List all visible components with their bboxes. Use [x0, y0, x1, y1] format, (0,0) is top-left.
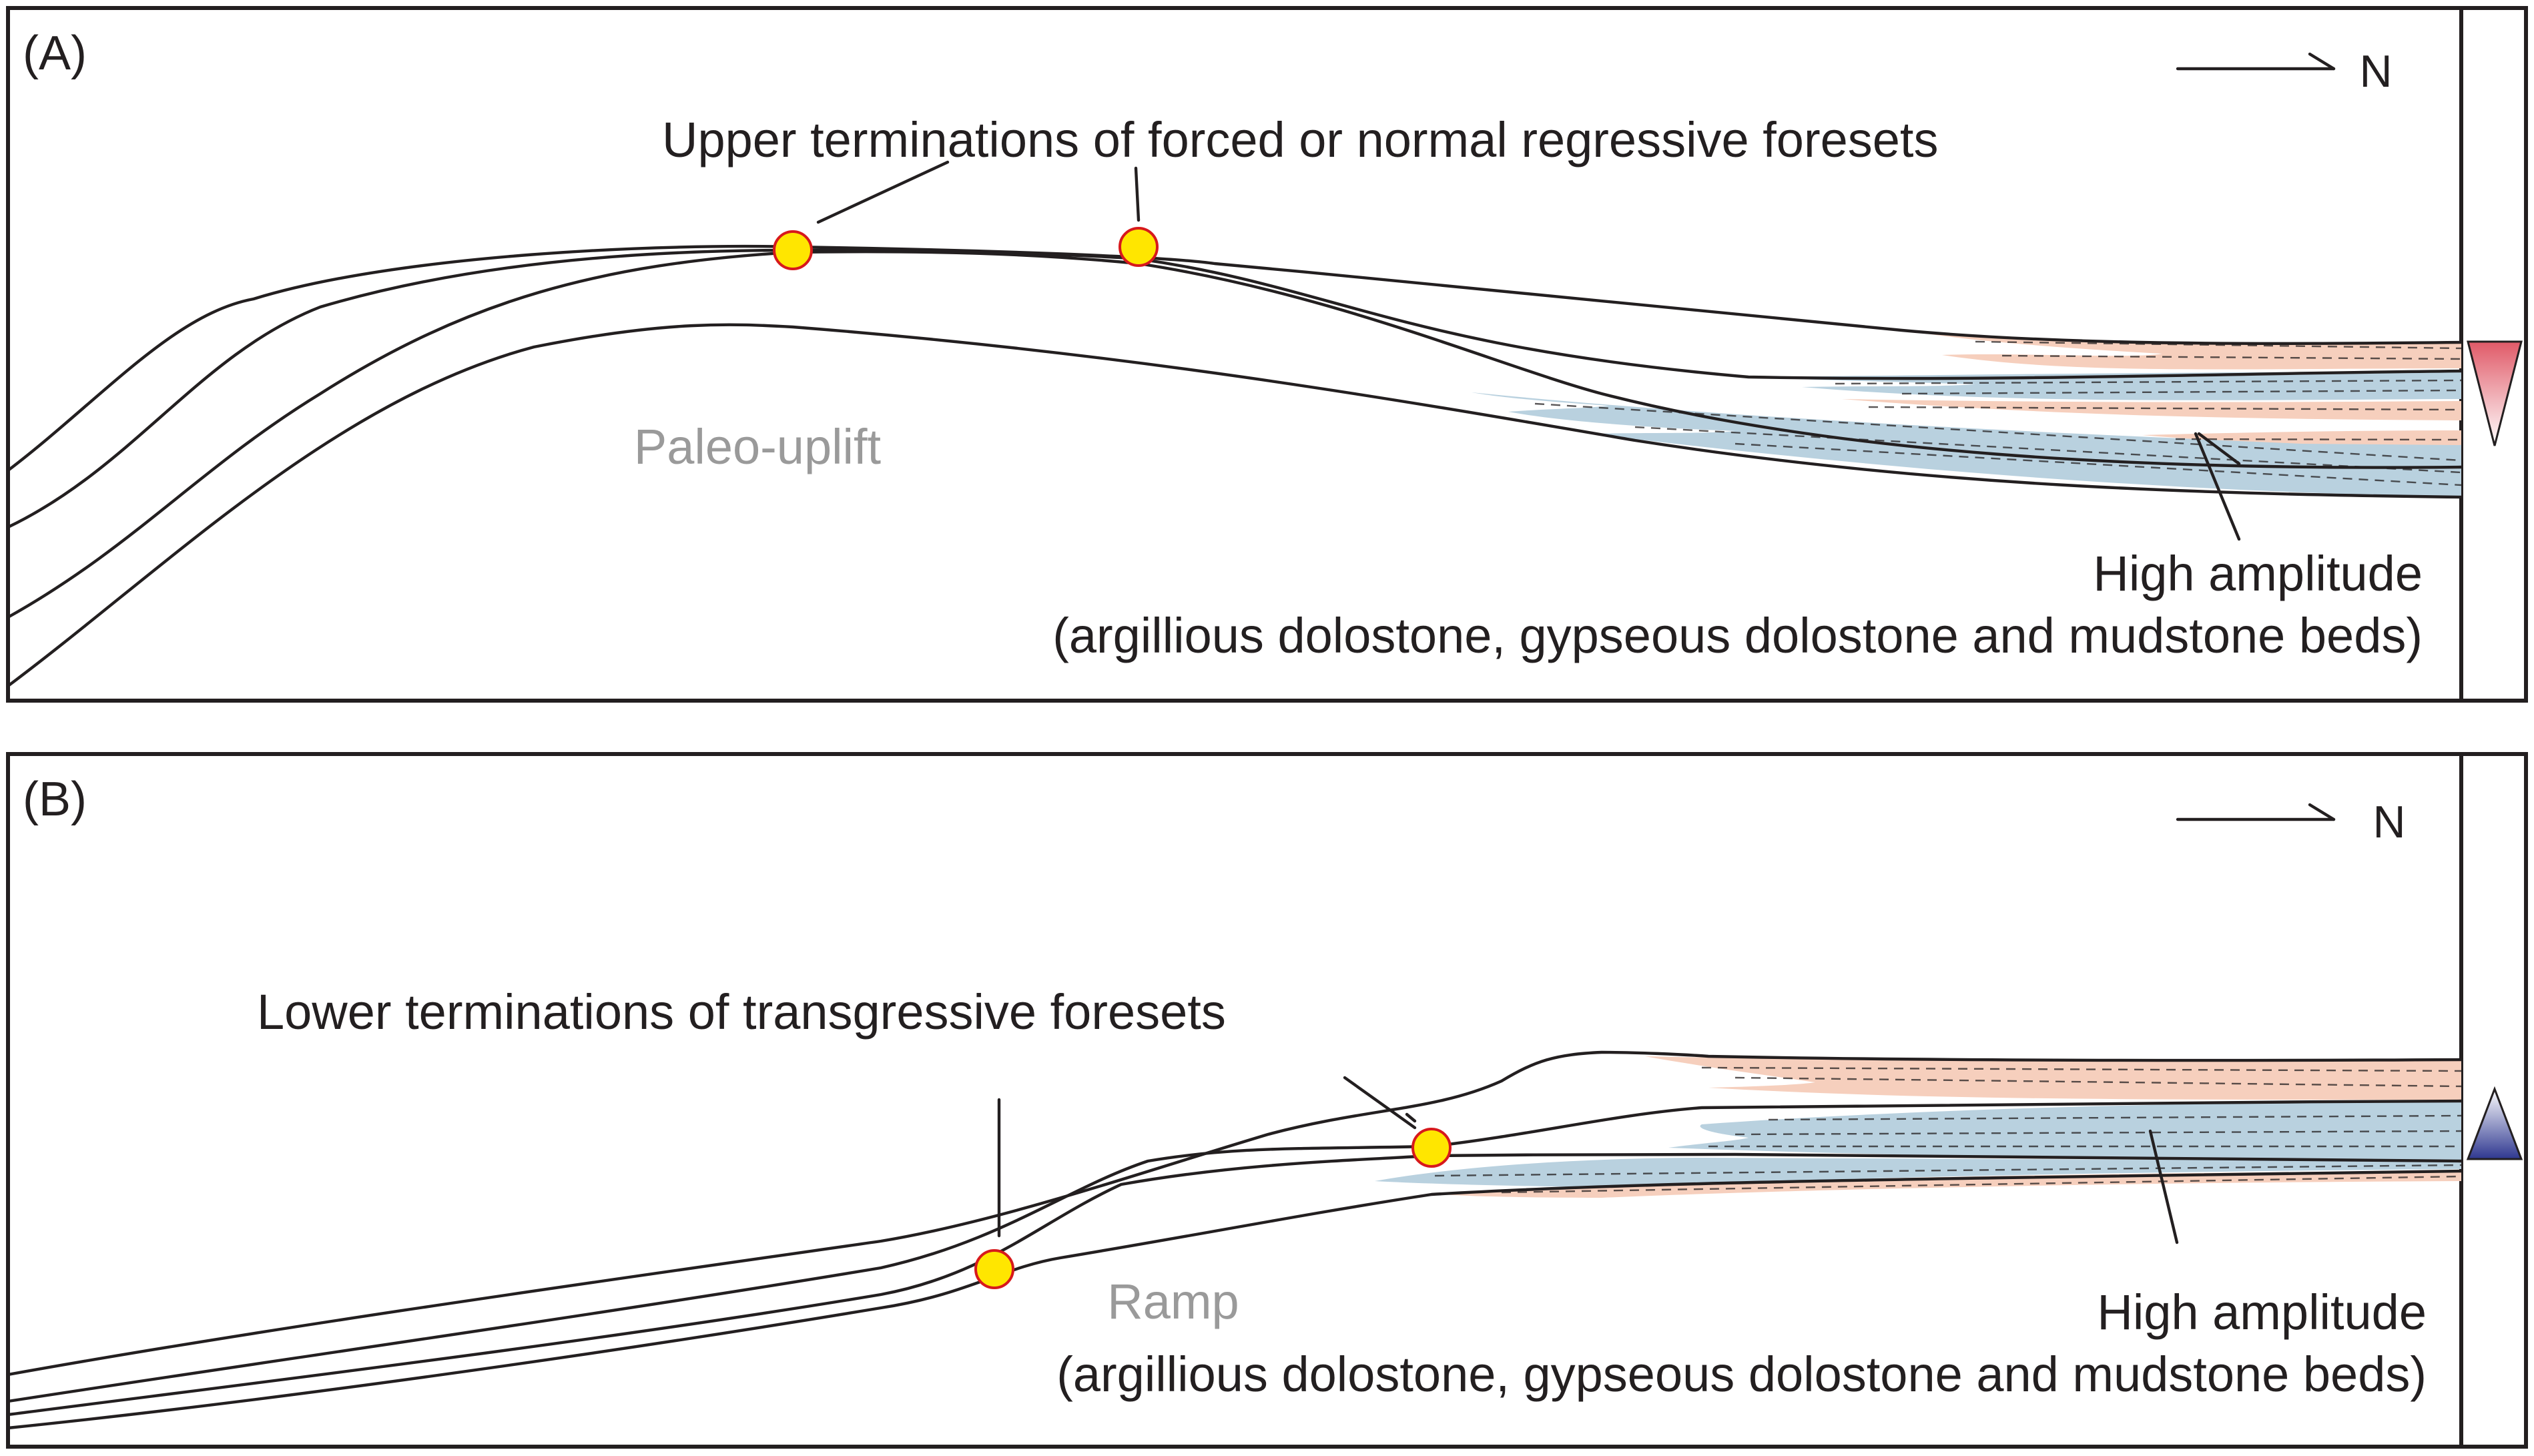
panel-b-north-label: N [2372, 797, 2405, 847]
panel-b-frame [6, 752, 2528, 1449]
panel-a-high-amplitude-beds [1472, 330, 2462, 497]
horizon-b4 [6, 1169, 2463, 1430]
panel-b-leader-line-right-stub [1405, 1112, 1417, 1123]
paleo-uplift-label: Paleo-uplift [634, 419, 882, 474]
ramp-label: Ramp [1107, 1274, 1239, 1329]
regression-triangle-icon [2467, 340, 2523, 446]
mudstone-bed-top [1645, 1056, 2461, 1100]
horizon-a2 [6, 248, 2463, 529]
panel-a-leader-line-left [816, 160, 950, 224]
panel-a-leader-line-right [1134, 166, 1141, 222]
panel-a-amplitude-label: High amplitude [2093, 546, 2423, 601]
mudstone-bed-lower [2142, 430, 2461, 448]
panel-a-amplitude-pointer [2194, 432, 2241, 541]
panel-a-north-label: N [2359, 46, 2392, 97]
transgression-triangle-icon [2466, 1086, 2523, 1160]
dolostone-bed-top [1668, 1101, 2461, 1161]
horizon-b3 [6, 1152, 2463, 1417]
panel-b-horizons [6, 1050, 2463, 1430]
lower-termination-point-1 [974, 1249, 1014, 1289]
panel-a-lithology-label: (argillious dolostone, gypseous doloston… [1052, 608, 2423, 663]
panel-b-lithology-label: (argillious dolostone, gypseous doloston… [1056, 1347, 2427, 1402]
panel-b-termination-label: Lower terminations of transgressive fore… [257, 984, 1226, 1040]
panel-a: (A) N [6, 6, 2528, 703]
panel-b-leader-line-right [1343, 1076, 1417, 1130]
dolostone-bed-base [1375, 1158, 2461, 1188]
north-arrow-icon [2176, 803, 2336, 821]
panel-b: (B) N [6, 752, 2528, 1449]
lower-termination-point-2 [1411, 1128, 1452, 1168]
panel-a-termination-label: Upper terminations of forced or normal r… [662, 112, 1938, 167]
panel-b-amplitude-pointer [2148, 1129, 2179, 1244]
panel-b-label: (B) [23, 773, 87, 826]
horizon-b1 [6, 1050, 2463, 1377]
panel-a-frame [6, 6, 2528, 703]
horizon-b2 [6, 1099, 2463, 1403]
mudstone-bed-middle [1842, 399, 2461, 420]
panel-a-amplitude-leader-end [2236, 460, 2241, 466]
panel-a-label: (A) [23, 27, 87, 80]
horizon-a3 [6, 250, 2463, 619]
upper-termination-point-1 [773, 230, 813, 270]
north-arrow-icon [2176, 52, 2336, 71]
upper-termination-point-2 [1119, 227, 1159, 267]
panel-a-amplitude-leader [2197, 432, 2241, 466]
horizon-a4 [6, 323, 2463, 688]
panel-a-horizons [6, 244, 2463, 688]
panel-b-high-amplitude-beds [1375, 1056, 2462, 1198]
panel-b-amplitude-label: High amplitude [2097, 1285, 2427, 1340]
